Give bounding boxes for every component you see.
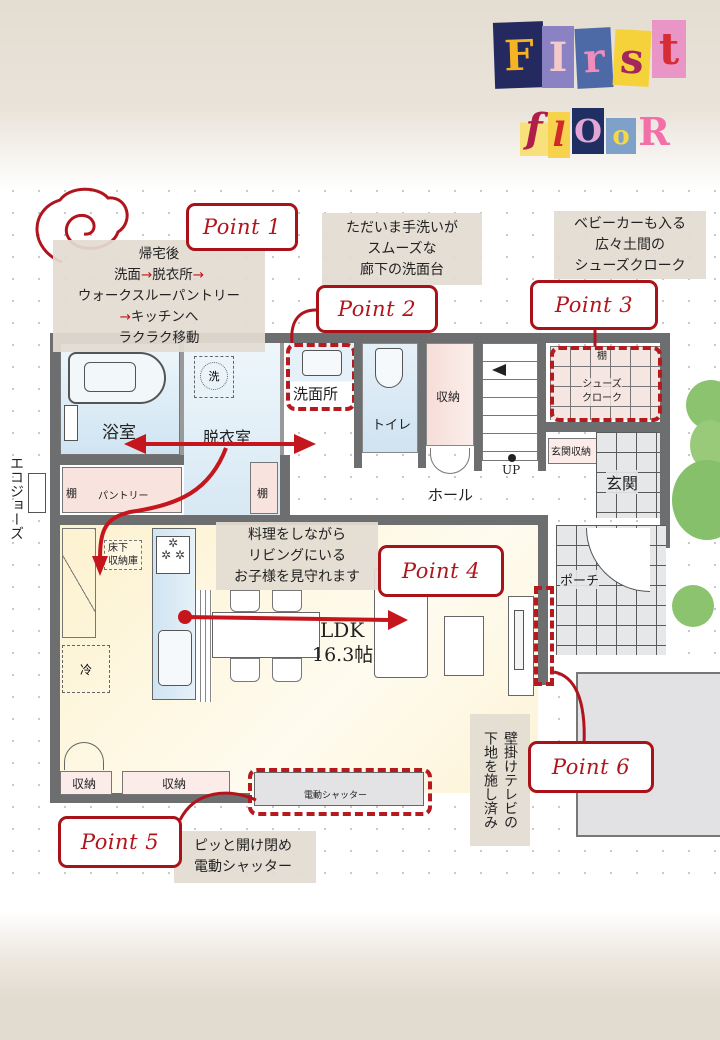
title-letter-l: l (548, 112, 570, 158)
title-letter-i: I (542, 26, 574, 88)
storage-bottom-1-label: 収納 (72, 777, 97, 791)
point5-note: ピッと開け閉め 電動シャッター (174, 831, 316, 883)
point5-badge[interactable]: Point 5 (58, 816, 182, 868)
storage-bottom-2 (122, 771, 230, 795)
pantry-shelf-left-label: 棚 (66, 487, 77, 500)
porch-label: ポーチ (560, 570, 600, 589)
stove-icon: ✲✲ ✲ (156, 536, 190, 574)
shoe-cloak-shelf-label: 棚 (597, 347, 607, 362)
ecojoze-label: エコジョーズ (8, 456, 24, 540)
bath-label: 浴室 (102, 423, 136, 443)
entrance-storage-label: 玄関収納 (551, 447, 591, 458)
ldk-label: LDK (320, 618, 365, 642)
chair-icon (272, 590, 302, 612)
chair-icon (272, 658, 302, 682)
wall-toilet-right (418, 343, 426, 468)
shutter-box (254, 772, 424, 806)
shoe-cloak-room (550, 346, 660, 420)
tv-wall-highlight (534, 586, 554, 686)
wall-storage-right (474, 343, 482, 471)
bath-faucet-icon (64, 405, 78, 441)
hall-label: ホール (428, 486, 474, 504)
pantry-shelf-unit (62, 528, 96, 638)
pantry-shelf-right-label: 棚 (257, 487, 268, 500)
title-letter-o2: o (606, 118, 636, 154)
point2-badge[interactable]: Point 2 (316, 285, 438, 333)
title-letter-t: t (652, 20, 686, 78)
wall-dressing-right (280, 343, 284, 455)
entrance-label: 玄関 (606, 470, 639, 494)
shutter-label: 電動シャッター (304, 791, 368, 801)
stairs-up-label: UP (502, 463, 521, 477)
outer-wall-left (50, 333, 60, 803)
chair-icon (230, 590, 260, 612)
shoe-cloak-highlight (550, 346, 662, 422)
entrance-storage (548, 438, 602, 464)
chair-icon (230, 658, 260, 682)
point3-note: ベビーカーも入る 広々土間の シューズクローク (554, 211, 706, 279)
toilet-label: トイレ (372, 418, 412, 433)
point6-badge[interactable]: Point 6 (528, 741, 654, 793)
bathtub-icon (68, 352, 166, 404)
underfloor-storage-label: 床下 収納庫 (104, 540, 142, 570)
hall-storage-label: 収納 (436, 390, 461, 404)
kitchen-sink-icon (158, 630, 192, 686)
toilet-icon (375, 348, 403, 388)
storage-bottom-2-label: 収納 (162, 777, 187, 791)
title-letter-o: O (572, 108, 604, 154)
sink-icon (302, 350, 342, 376)
outer-wall-bottom (50, 793, 250, 803)
washer-icon: 洗 (194, 356, 234, 398)
point1-note: 帰宅後 洗面→脱衣所→ ウォークスルーパントリー →キッチンへ ラクラク移動 (53, 240, 265, 352)
stair-arrow-icon (492, 364, 506, 376)
tree-icon (672, 460, 720, 540)
title-letter-r2: R (638, 108, 670, 154)
coffee-table (444, 616, 484, 676)
stair-up-dot (508, 454, 516, 462)
washroom-label: 洗面所 (293, 385, 339, 403)
hall-storage (426, 343, 474, 446)
pantry-label: パントリー (98, 491, 149, 502)
shoe-cloak-label: シューズ クローク (582, 378, 622, 406)
point2-note: ただいま手洗いが スムーズな 廊下の洗面台 (322, 213, 482, 285)
wall-ldk-right (538, 515, 548, 685)
pantry-shelf-right (250, 462, 278, 514)
point4-note: 料理をしながら リビングにいる お子様を見守れます (216, 522, 378, 590)
wall-dressing-right-lower (280, 455, 290, 515)
storage-bottom-1 (60, 771, 112, 795)
shutter-highlight (248, 768, 432, 816)
wall-ldk-top (60, 515, 540, 525)
point6-note: 壁掛けテレビの 下地を施し済み (470, 714, 530, 846)
wall-shoecloak-bottom (546, 422, 660, 432)
point1-badge[interactable]: Point 1 (186, 203, 298, 251)
ecojoze-unit-icon (28, 473, 46, 513)
wall-bath-right (180, 343, 184, 455)
point4-badge[interactable]: Point 4 (378, 545, 504, 597)
outer-wall-top (50, 333, 670, 343)
tv-icon (514, 610, 524, 670)
swirl-icon (35, 187, 129, 264)
outer-wall-right-upper (660, 333, 670, 548)
tree-icon (672, 585, 714, 627)
ldk-size-label: 16.3帖 (312, 644, 374, 666)
wall-bath-bottom (60, 455, 184, 465)
toilet-room (362, 343, 418, 453)
page-title: F I r s t f l O o R (480, 20, 690, 160)
wall-washroom-right (354, 343, 362, 468)
point3-badge[interactable]: Point 3 (530, 280, 658, 330)
fridge-icon: 冷 (62, 645, 110, 693)
title-letter-f2: f (520, 100, 548, 156)
staircase (482, 343, 538, 461)
wall-stairs-right (538, 343, 546, 471)
